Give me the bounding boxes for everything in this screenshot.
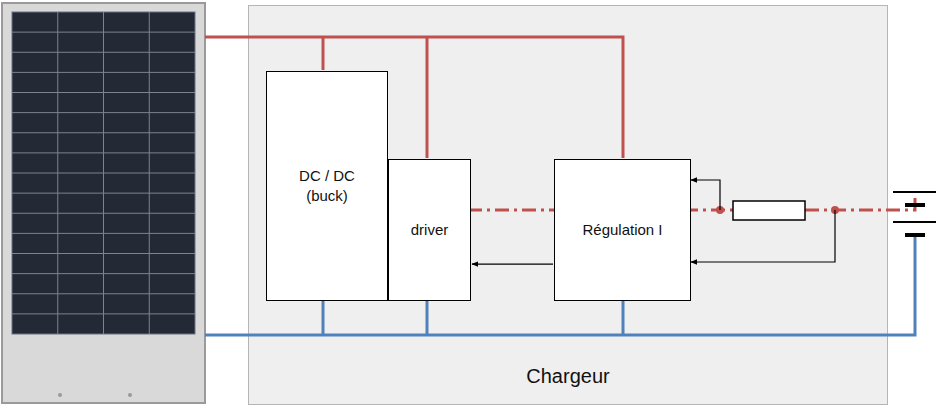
- ground-wire: [426, 300, 429, 335]
- cell-line: [12, 52, 195, 53]
- cell-line: [12, 72, 195, 73]
- sense-line: [691, 210, 835, 262]
- node-label: driver: [411, 220, 449, 240]
- positive-wire: [205, 37, 623, 158]
- positive-wire: [205, 37, 623, 158]
- converter-box: DC / DC (buck): [266, 71, 388, 301]
- cell-grid: [12, 12, 195, 334]
- cell-line: [12, 273, 195, 274]
- cell-line: [149, 12, 150, 334]
- ground-wire: [322, 300, 325, 335]
- sense-line: [691, 180, 720, 210]
- battery-plate: [893, 191, 936, 193]
- output-wire: [387, 192, 915, 210]
- output-wire: [805, 192, 915, 210]
- cell-line: [12, 193, 195, 194]
- junction-dot: [831, 206, 839, 214]
- panel-frame: [2, 3, 205, 403]
- cell-line: [12, 132, 195, 133]
- junction-dot: [716, 206, 724, 214]
- node-label: Chargeur: [526, 363, 609, 390]
- cell-line: [12, 293, 195, 294]
- battery-plate: [905, 203, 925, 207]
- cell-line: [12, 233, 195, 234]
- cell-line: [103, 12, 104, 334]
- node-label: DC / DC (buck): [292, 166, 362, 207]
- cell-line: [12, 313, 195, 314]
- panel-mark: [128, 393, 132, 397]
- positive-wire: [426, 37, 429, 158]
- ground-wire: [205, 235, 915, 335]
- positive-wire: [322, 37, 325, 70]
- cell-line: [12, 213, 195, 214]
- signal-arrow: [472, 263, 553, 264]
- cell-line: [12, 152, 195, 153]
- cell-line: [12, 112, 195, 113]
- panel-mark: [58, 393, 62, 397]
- output-wire: [387, 209, 733, 212]
- panel-cells: [12, 12, 195, 334]
- ground-wire: [205, 235, 915, 335]
- ground-wire: [622, 300, 625, 335]
- battery-plate: [893, 221, 936, 223]
- cell-line: [12, 32, 195, 33]
- regulation-box: Régulation I: [554, 159, 691, 301]
- cell-line: [57, 12, 58, 334]
- node-label: Régulation I: [582, 220, 662, 240]
- cell-line: [12, 173, 195, 174]
- cell-line: [12, 92, 195, 93]
- cell-line: [12, 253, 195, 254]
- connector-layer: [472, 264, 553, 265]
- battery-plate: [905, 233, 925, 237]
- solar-panel: [2, 3, 205, 403]
- driver-box: driver: [388, 159, 471, 301]
- resistor-symbol: [733, 201, 805, 220]
- battery-symbol: [893, 192, 936, 235]
- charger-housing: Chargeur DC / DC (buck) driver Régulation I: [248, 5, 888, 405]
